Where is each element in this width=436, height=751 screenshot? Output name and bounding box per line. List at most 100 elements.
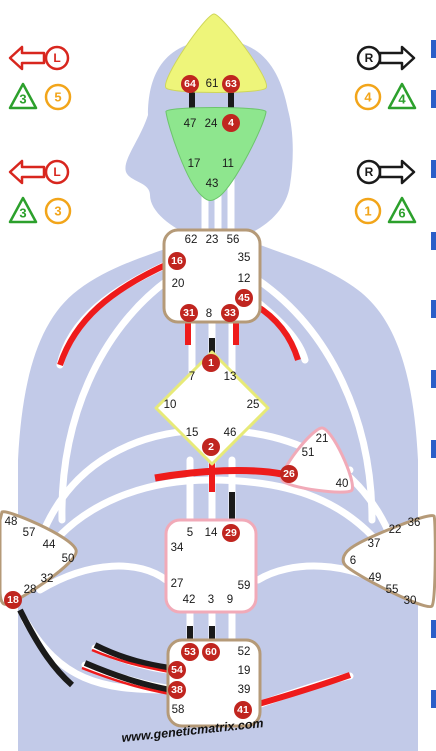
gate-58: 58 (172, 704, 185, 716)
svg-text:54: 54 (171, 664, 183, 676)
gate-labels: 61 47 24 17 11 43 62 23 56 35 12 20 8 7 … (5, 78, 421, 716)
gate-8: 8 (206, 308, 212, 320)
svg-text:41: 41 (237, 704, 249, 716)
gate-23: 23 (206, 234, 219, 246)
gate-13: 13 (224, 371, 237, 383)
svg-text:53: 53 (184, 646, 196, 658)
gate-28: 28 (24, 584, 37, 596)
gate-12: 12 (238, 273, 251, 285)
gate-7: 7 (189, 371, 195, 383)
arrow-right-icon (356, 45, 416, 71)
gate-30: 30 (404, 595, 417, 607)
active-gate-54[interactable]: 54 (168, 661, 186, 679)
active-gate-38[interactable]: 38 (168, 681, 186, 699)
solar-plexus-center[interactable] (341, 514, 436, 609)
gate-51: 51 (302, 447, 315, 459)
gate-46: 46 (224, 427, 237, 439)
svg-text:16: 16 (171, 255, 183, 267)
gate-56: 56 (227, 234, 240, 246)
variable-letter: R (365, 165, 374, 179)
head-center[interactable] (165, 13, 267, 93)
gate-36: 36 (408, 517, 421, 529)
variable-tri-number: 3 (19, 92, 26, 107)
active-gate-16[interactable]: 16 (168, 252, 186, 270)
gate-27: 27 (171, 578, 184, 590)
active-gate-64[interactable]: 64 (181, 75, 199, 93)
edge-markers (431, 40, 436, 708)
active-gate-18[interactable]: 18 (4, 591, 22, 609)
gate-19: 19 (238, 665, 251, 677)
active-gate-29[interactable]: 29 (222, 524, 240, 542)
gate-17: 17 (188, 158, 201, 170)
gate-42: 42 (183, 594, 196, 606)
triangle-icon (387, 82, 417, 110)
active-gate-60[interactable]: 60 (202, 643, 220, 661)
gate-39: 39 (238, 684, 251, 696)
svg-text:60: 60 (205, 646, 217, 658)
triangle-icon (387, 196, 417, 224)
gate-21: 21 (316, 433, 329, 445)
active-gate-1[interactable]: 1 (202, 354, 220, 372)
circle-icon (354, 197, 382, 225)
arrow-right-icon (356, 159, 416, 185)
arrow-left-icon (8, 45, 70, 71)
gate-50: 50 (62, 553, 75, 565)
gate-43: 43 (206, 178, 219, 190)
svg-text:2: 2 (208, 441, 214, 453)
active-gate-4[interactable]: 4 (222, 114, 240, 132)
gate-24: 24 (205, 118, 218, 130)
variable-circ-number: 5 (54, 90, 61, 105)
gate-34: 34 (171, 542, 184, 554)
gate-15: 15 (186, 427, 199, 439)
active-gate-45[interactable]: 45 (235, 289, 253, 307)
svg-text:31: 31 (183, 307, 195, 319)
active-gates: 64 63 4 16 45 31 33 1 2 26 29 18 53 60 5… (4, 75, 298, 719)
active-gate-31[interactable]: 31 (180, 304, 198, 322)
ajna-center[interactable] (165, 107, 267, 201)
gate-62: 62 (185, 234, 198, 246)
variable-letter: L (53, 165, 60, 179)
gate-32: 32 (41, 573, 54, 585)
variable-tri-number: 6 (398, 206, 405, 221)
gate-44: 44 (43, 539, 56, 551)
spleen-center[interactable] (0, 510, 78, 606)
svg-text:26: 26 (283, 468, 295, 480)
sacral-center[interactable] (164, 518, 258, 614)
gate-40: 40 (336, 478, 349, 490)
gate-11: 11 (222, 158, 234, 170)
active-gate-41[interactable]: 41 (234, 701, 252, 719)
heart-center[interactable] (280, 426, 354, 494)
gate-37: 37 (368, 538, 381, 550)
defined-lines (17, 88, 351, 708)
variable-circ-number: 1 (364, 204, 371, 219)
svg-text:33: 33 (224, 307, 236, 319)
svg-text:45: 45 (238, 292, 250, 304)
gate-20: 20 (172, 278, 185, 290)
active-gate-33[interactable]: 33 (221, 304, 239, 322)
variable-circ-number: 3 (54, 204, 61, 219)
gate-59: 59 (238, 580, 251, 592)
active-gate-63[interactable]: 63 (222, 75, 240, 93)
active-gate-2[interactable]: 2 (202, 438, 220, 456)
svg-text:18: 18 (7, 594, 19, 606)
variable-tri-number: 3 (19, 206, 26, 221)
gate-48: 48 (5, 516, 18, 528)
gate-22: 22 (389, 524, 402, 536)
circle-icon (44, 83, 72, 111)
variable-letter: L (53, 51, 60, 65)
circle-icon (354, 83, 382, 111)
active-gate-26[interactable]: 26 (280, 465, 298, 483)
g-center[interactable] (154, 350, 270, 466)
variable-letter: R (365, 51, 374, 65)
gate-25: 25 (247, 399, 260, 411)
gate-47: 47 (184, 118, 197, 130)
gate-5: 5 (187, 527, 193, 539)
active-gate-53[interactable]: 53 (181, 643, 199, 661)
variable-top-left: L 3 5 (8, 45, 72, 111)
arrow-left-icon (8, 159, 70, 185)
gate-52: 52 (238, 646, 251, 658)
gate-57: 57 (23, 527, 36, 539)
gate-61: 61 (206, 78, 219, 90)
